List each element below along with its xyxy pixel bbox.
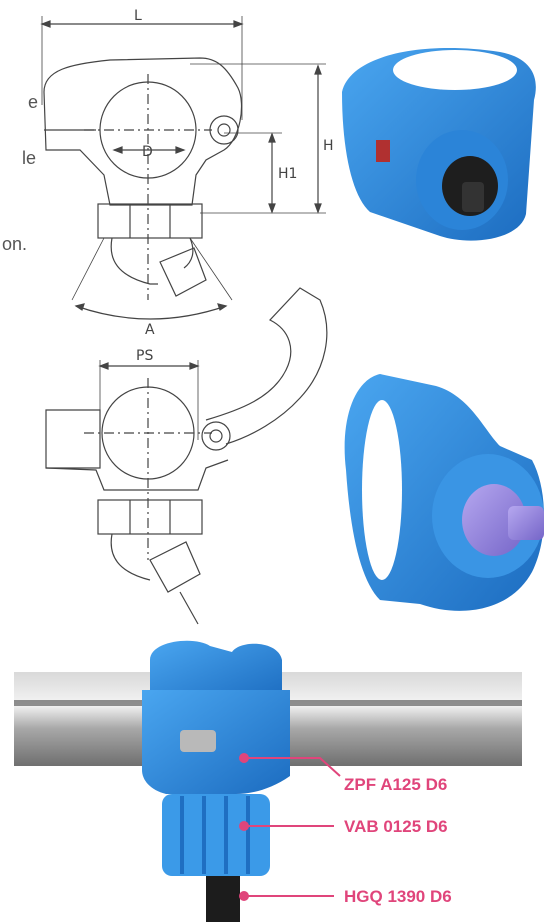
photo-clamp-on-pipe	[14, 640, 522, 922]
photo-closed-clamp	[342, 48, 536, 241]
technical-drawing-bottom	[45, 287, 328, 625]
text-fragment-1: e	[28, 92, 39, 112]
technical-drawing-top	[40, 16, 326, 320]
dim-label-H1: H1	[278, 166, 297, 182]
callout-dots	[239, 753, 249, 901]
callout-lines	[244, 757, 341, 897]
dim-label-D: D	[142, 144, 153, 160]
dim-label-L: L	[134, 8, 142, 24]
dim-label-PS: PS	[136, 348, 153, 364]
text-fragment-2: le	[22, 148, 37, 168]
dim-label-A: A	[145, 322, 155, 338]
text-fragment-3: on.	[2, 234, 28, 254]
callout-label-zpf: ZPF A125 D6	[344, 775, 447, 794]
dim-label-H: H	[323, 138, 334, 154]
callout-label-hgq: HGQ 1390 D6	[344, 887, 452, 906]
callout-label-vab: VAB 0125 D6	[344, 817, 448, 836]
photo-open-clamp	[344, 374, 544, 611]
